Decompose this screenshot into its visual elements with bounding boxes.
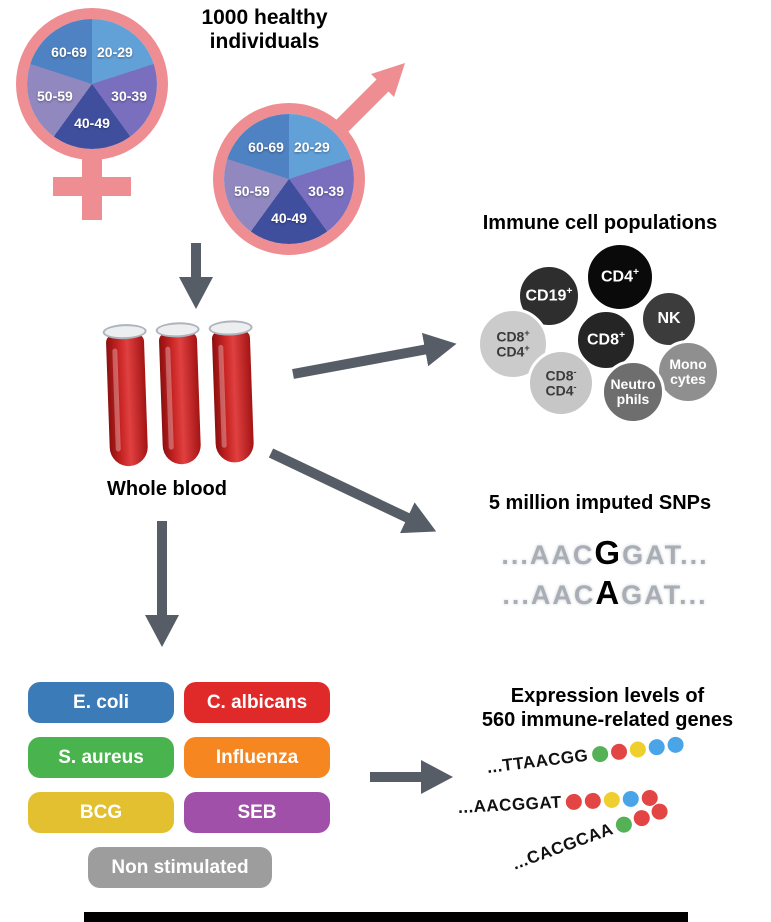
age-segment-label: 40-49 bbox=[271, 210, 307, 226]
age-segment-label: 60-69 bbox=[248, 139, 284, 156]
stimulus-pill-influenza: Influenza bbox=[184, 737, 330, 778]
page-title-line2: individuals bbox=[209, 30, 320, 54]
gene-sequence: ...TTAACGG bbox=[485, 745, 590, 777]
cell-label-line: Neutro bbox=[610, 376, 656, 393]
expression-dot-red bbox=[583, 791, 603, 811]
female-crossbar bbox=[53, 177, 131, 196]
age-segment-label: 30-39 bbox=[111, 88, 147, 105]
expression-dot-green bbox=[590, 744, 611, 765]
snp-seq1-prefix: ...AAC bbox=[501, 540, 595, 570]
cell-label-line: CD4- bbox=[545, 382, 577, 399]
cell-label-line: CD8- bbox=[545, 366, 577, 384]
blood-tubes bbox=[100, 319, 275, 475]
age-segment-label: 60-69 bbox=[51, 44, 87, 61]
blood-tube bbox=[153, 321, 206, 468]
expression-dot-blue bbox=[665, 734, 686, 755]
gene-sequence: ...AACGGAT bbox=[457, 792, 563, 817]
gene-expression-row: ...TTAACGG bbox=[486, 734, 686, 778]
age-segment-label: 30-39 bbox=[308, 183, 344, 200]
snp-sequences: ...AACGGAT... ...AACAGAT... bbox=[450, 533, 760, 612]
cell-circle-cd4: CD4+ bbox=[585, 242, 655, 312]
age-segment-label: 20-29 bbox=[294, 139, 330, 156]
stimulus-pill-e-coli: E. coli bbox=[28, 682, 174, 723]
blood-tube bbox=[206, 319, 259, 467]
stimulus-pill-non-stimulated: Non stimulated bbox=[88, 847, 272, 888]
cell-label-line: CD19+ bbox=[525, 285, 573, 305]
gene-sequence: ...CACGCAA bbox=[509, 819, 616, 874]
arrow-blood-to-cells bbox=[292, 332, 457, 379]
immune-cells-title: Immune cell populations bbox=[482, 212, 718, 234]
stimulus-pill-seb: SEB bbox=[184, 792, 330, 833]
whole-blood-label: Whole blood bbox=[107, 478, 227, 500]
cell-label-line: Mono bbox=[669, 356, 707, 373]
age-segment-label: 50-59 bbox=[234, 183, 270, 200]
cell-label-line: cytes bbox=[670, 371, 706, 387]
expression-dot-red bbox=[648, 800, 672, 824]
expression-title: Expression levels of 560 immune-related … bbox=[450, 684, 765, 732]
snp-sequence-2: ...AACAGAT... bbox=[450, 573, 760, 613]
snp-sequence-1: ...AACGGAT... bbox=[450, 533, 760, 573]
snp-seq1-variant: G bbox=[594, 534, 623, 571]
snp-seq2-suffix: GAT... bbox=[621, 579, 708, 610]
age-segment-label: 20-29 bbox=[97, 44, 133, 61]
blood-tube bbox=[100, 323, 153, 470]
cell-circle-nk: NK bbox=[640, 290, 698, 348]
cell-circle-cd8cd4: CD8-CD4- bbox=[527, 349, 595, 417]
cell-label-line: CD4+ bbox=[496, 343, 530, 360]
male-arrow-head bbox=[371, 63, 405, 97]
stimulus-pill-c-albicans: C. albicans bbox=[184, 682, 330, 723]
arrow-blood-to-snps bbox=[268, 448, 437, 534]
stimulus-pill-bcg: BCG bbox=[28, 792, 174, 833]
cell-label-line: CD8+ bbox=[586, 329, 626, 349]
stimulus-pill-s-aureus: S. aureus bbox=[28, 737, 174, 778]
page-title-line1: 1000 healthy bbox=[201, 6, 328, 29]
expression-dot-yellow bbox=[627, 739, 648, 760]
expression-dot-red bbox=[608, 741, 629, 762]
bottom-bar bbox=[84, 912, 688, 922]
expression-dot-red bbox=[564, 792, 584, 812]
expression-title-line1: Expression levels of bbox=[510, 685, 705, 707]
expression-title-line2: 560 immune-related genes bbox=[481, 709, 734, 731]
snps-title: 5 million imputed SNPs bbox=[488, 492, 712, 514]
cell-label-line: phils bbox=[616, 391, 650, 407]
expression-rows: ...TTAACGG ...AACGGAT...CACGCAA bbox=[455, 734, 771, 922]
cell-label-line: CD8+ bbox=[496, 327, 530, 345]
page-title: 1000 healthy individuals bbox=[172, 6, 357, 54]
cell-label-line: NK bbox=[657, 309, 681, 327]
snp-seq1-suffix: GAT... bbox=[622, 540, 709, 570]
cell-label-line: CD4+ bbox=[600, 266, 640, 286]
snp-seq2-variant: A bbox=[595, 573, 622, 611]
expression-dot-blue bbox=[621, 789, 641, 809]
age-segment-label: 40-49 bbox=[74, 115, 110, 131]
age-segment-label: 50-59 bbox=[37, 88, 73, 105]
snp-seq2-prefix: ...AAC bbox=[502, 579, 596, 610]
expression-dot-yellow bbox=[602, 790, 622, 810]
expression-dot-blue bbox=[646, 737, 667, 758]
male-arrow-shaft bbox=[334, 78, 390, 134]
